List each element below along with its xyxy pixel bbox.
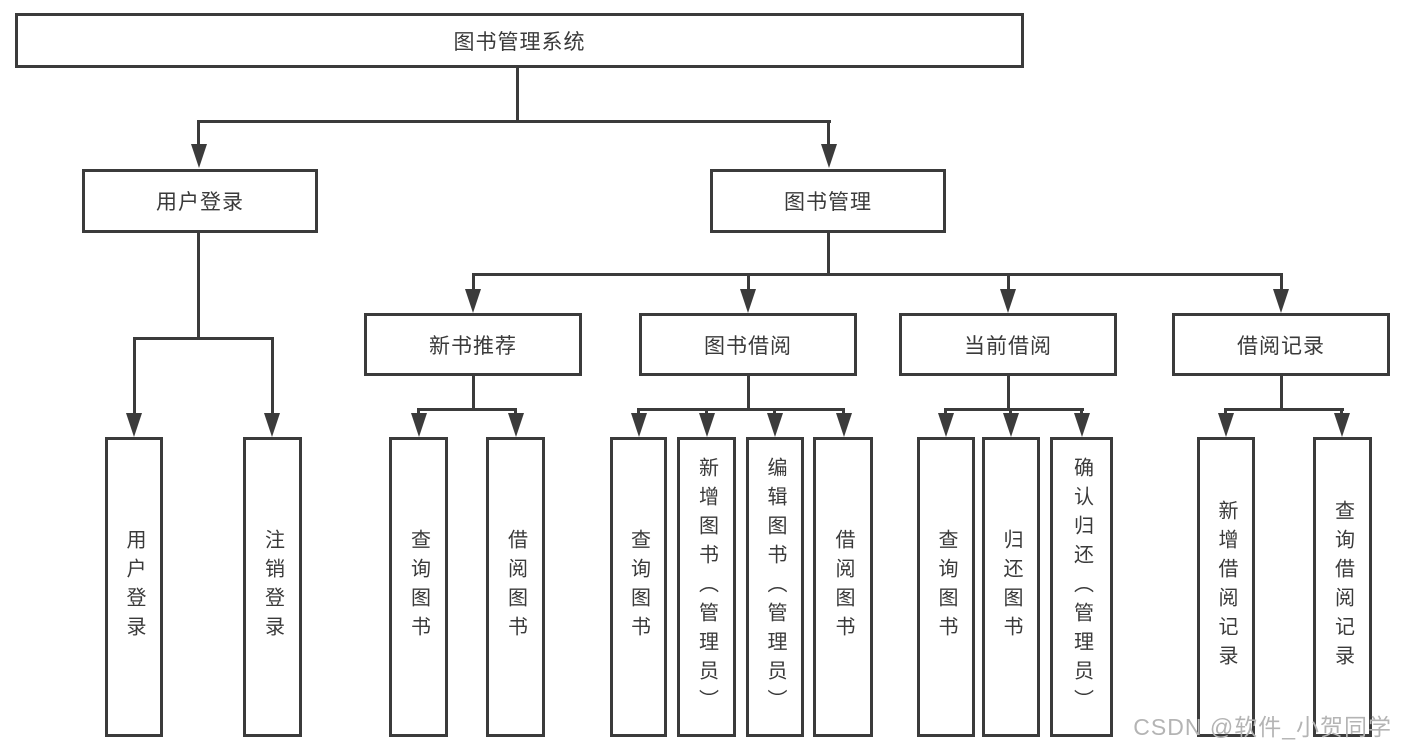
connector-stem [417,408,420,414]
connector-stem [944,408,947,414]
connector-stem [1280,273,1283,289]
node-current-borrowing-label: 当前借阅 [964,334,1052,358]
leaf-current-query-books: 查询图书 [917,437,975,737]
leaf-logout: 注销登录 [243,437,302,737]
connector-arrowhead [465,289,481,313]
connector-arrowhead [126,413,142,437]
connector-stem [747,376,750,408]
leaf-borrowing-query-books: 查询图书 [610,437,667,737]
connector-arrowhead [1003,413,1019,437]
leaf-borrowing-add-book-admin: 新增图书（管理员） [677,437,736,737]
node-borrowing-records-label: 借阅记录 [1237,334,1325,358]
connector-root-stem [516,68,519,120]
leaf-records-add-record: 新增借阅记录 [1197,437,1255,737]
connector-arrowhead [836,413,852,437]
node-current-borrowing: 当前借阅 [899,313,1117,376]
connector-arrowhead [631,413,647,437]
connector-stem [1280,376,1283,408]
connector-arrowhead [1334,413,1350,437]
connector-stem [747,273,750,289]
connector-stem [773,408,776,414]
node-new-book-recommend-label: 新书推荐 [429,334,517,358]
connector-stem [842,408,845,414]
node-user-login: 用户登录 [82,169,318,233]
connector-arrowhead [938,413,954,437]
leaf-newbook-query-books: 查询图书 [389,437,448,737]
connector-arrowhead [411,413,427,437]
connector-stem [197,233,200,337]
connector-arrowhead [1000,289,1016,313]
leaf-newbook-borrow-books: 借阅图书 [486,437,545,737]
node-book-management-label: 图书管理 [784,191,872,214]
node-book-borrowing-label: 图书借阅 [704,334,792,358]
connector-stem [637,408,640,414]
connector-stem [133,337,136,413]
leaf-user-login: 用户登录 [105,437,163,737]
leaf-borrowing-edit-book-admin: 编辑图书（管理员） [746,437,804,737]
connector-arrowhead [740,289,756,313]
connector-stem [1007,376,1010,408]
connector-stem [1224,408,1227,414]
connector-hline [472,273,1283,276]
connector-stem [472,376,475,408]
node-root: 图书管理系统 [15,13,1024,68]
csdn-watermark: CSDN @软件_小贺同学 [1133,714,1392,740]
connector-arrowhead [699,413,715,437]
connector-hline [1224,408,1344,411]
connector-stem [197,120,200,145]
connector-stem [1340,408,1343,414]
leaf-records-query-record: 查询借阅记录 [1313,437,1372,737]
connector-arrowhead [1074,413,1090,437]
node-book-management: 图书管理 [710,169,946,233]
connector-arrowhead [508,413,524,437]
leaf-current-confirm-return-admin: 确认归还（管理员） [1050,437,1113,737]
connector-hline [133,337,274,340]
node-user-login-label: 用户登录 [156,191,244,214]
connector-arrowhead [1273,289,1289,313]
node-new-book-recommend: 新书推荐 [364,313,582,376]
connector-stem [827,233,830,273]
connector-stem [1009,408,1012,414]
connector-arrowhead [191,144,207,168]
connector-arrowhead [264,413,280,437]
node-borrowing-records: 借阅记录 [1172,313,1390,376]
connector-arrowhead [767,413,783,437]
connector-arrowhead [1218,413,1234,437]
connector-hline [637,408,845,411]
connector-stem [1080,408,1083,414]
connector-stem [1007,273,1010,289]
leaf-borrowing-borrow-books: 借阅图书 [813,437,873,737]
leaf-current-return-books: 归还图书 [982,437,1040,737]
connector-stem [271,337,274,413]
node-root-label: 图书管理系统 [453,30,586,54]
connector-stem [514,408,517,414]
connector-hline [417,408,517,411]
node-book-borrowing: 图书借阅 [639,313,857,376]
connector-stem [827,120,830,145]
connector-arrowhead [821,144,837,168]
connector-root-hline [197,120,831,123]
connector-stem [472,273,475,289]
connector-stem [705,408,708,414]
connector-hline [944,408,1084,411]
